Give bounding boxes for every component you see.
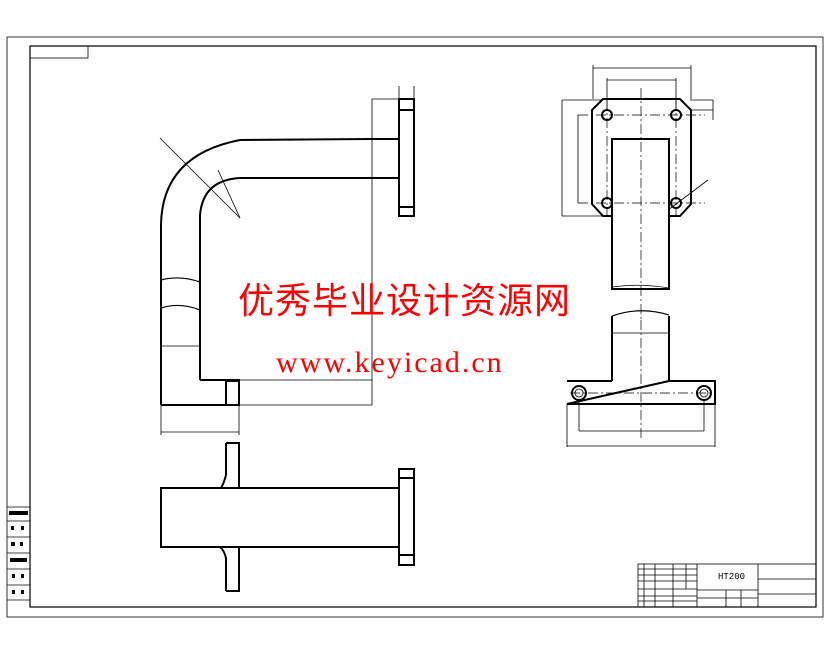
outer-frame [6,36,824,618]
top-view-pipe [160,442,415,592]
material-label: HT200 [718,572,746,582]
left-sidebar-table [7,506,30,601]
watermark-url[interactable]: www.keyicad.cn [276,346,504,379]
watermark-title: 优秀毕业设计资源网 [238,281,572,322]
side-view-flange [561,65,714,320]
title-block [637,563,817,608]
corner-label-box [29,45,89,59]
side-view-base [566,310,716,447]
inner-frame [29,45,817,608]
front-view-bent-pipe [159,86,415,435]
